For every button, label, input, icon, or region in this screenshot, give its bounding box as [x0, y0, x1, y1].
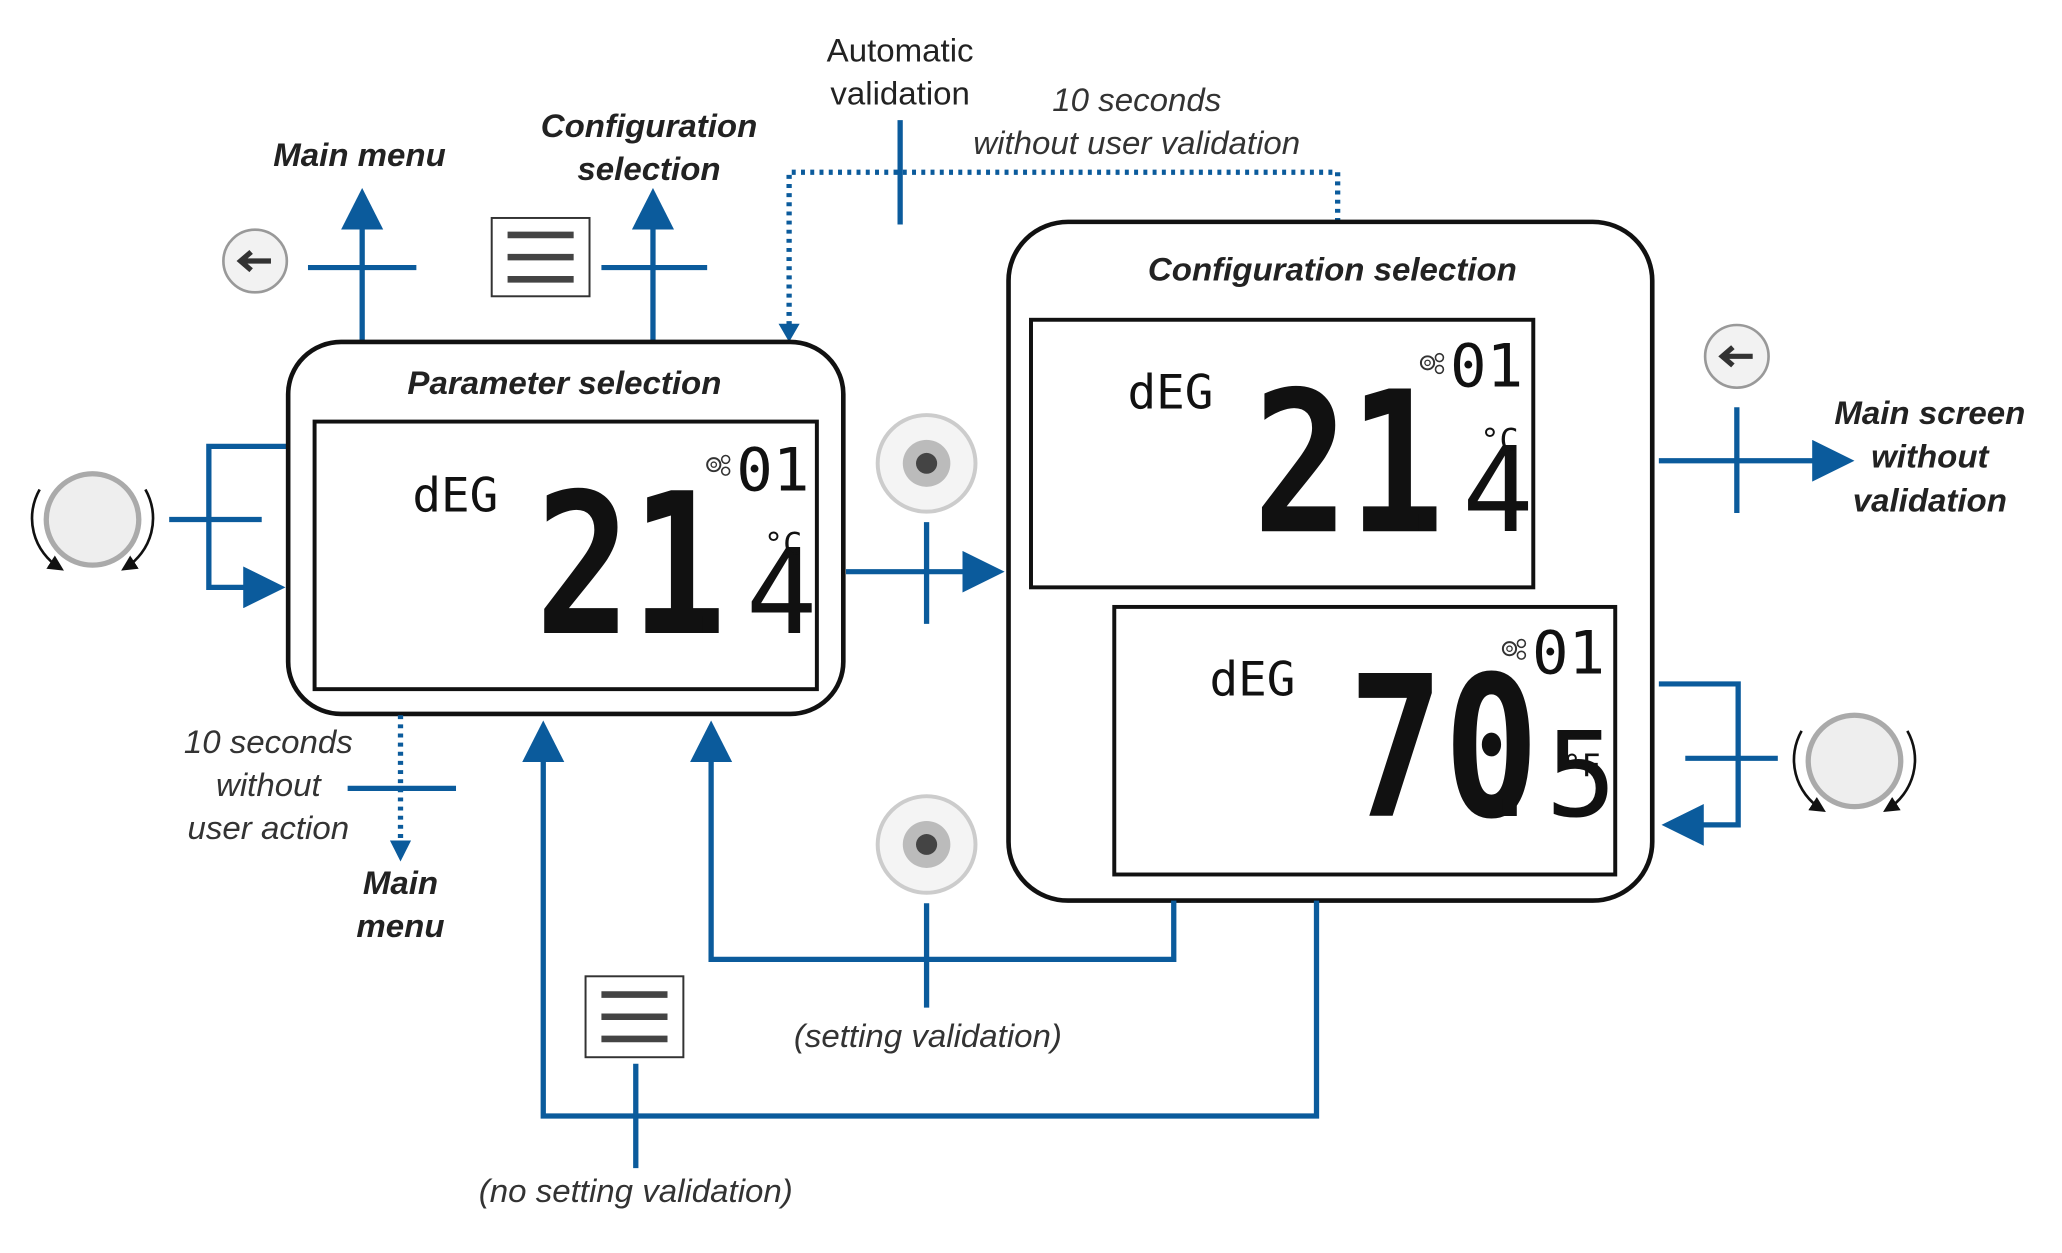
main-menu-label: Main menu: [273, 136, 446, 173]
back-icon: [1703, 323, 1770, 389]
setting-validation-label: (setting validation): [794, 1017, 1062, 1054]
menu-icon: [490, 216, 591, 298]
main-screen-label-2: without: [1871, 437, 1990, 474]
panel-title: Parameter selection: [407, 364, 721, 401]
timeout-action-label-2: without: [216, 766, 323, 803]
lcd-unit: °F: [1562, 749, 1600, 785]
configuration-selection-panel: Configuration selection dEG 21 .4 °C 01 …: [1006, 219, 1655, 903]
back-icon: [222, 228, 289, 294]
auto-validation-label-2: validation: [830, 75, 970, 112]
ok-button-icon: [875, 794, 978, 895]
main-menu-bottom-label-1: Main: [363, 864, 438, 901]
main-screen-label-1: Main screen: [1834, 394, 2025, 431]
no-setting-validation-label: (no setting validation): [479, 1172, 793, 1209]
main-menu-bottom-label-2: menu: [356, 907, 444, 944]
lcd-value-int: 21: [1253, 351, 1444, 578]
lcd-value-int: 21: [535, 453, 726, 680]
config-selection-label-1: Configuration: [541, 107, 758, 144]
menu-icon: [584, 975, 685, 1059]
lcd-param: dEG: [412, 469, 498, 524]
timeout-validation-label-1: 10 seconds: [1052, 81, 1221, 118]
knob-icon: [1792, 712, 1917, 813]
lcd-index: 01: [1450, 332, 1523, 402]
ok-button-icon: [875, 413, 978, 514]
auto-validation-label-1: Automatic: [827, 32, 974, 69]
timeout-action-label-3: user action: [188, 809, 350, 846]
lcd-value-dec: .4: [1391, 422, 1534, 559]
lcd-unit: °C: [764, 527, 802, 563]
lcd-unit: °C: [1480, 422, 1518, 458]
lcd-value-dec: .5: [1474, 706, 1617, 843]
lcd-index: 01: [1532, 619, 1605, 689]
timeout-validation-label-2: without user validation: [973, 124, 1300, 161]
lcd-value-int: 70: [1348, 636, 1539, 863]
auto-validation-path: [786, 169, 1341, 329]
lcd-value-dec: .4: [674, 524, 817, 661]
lcd-index: 01: [736, 436, 809, 506]
setting-validation-arrow: [689, 720, 1177, 962]
main-screen-label-3: validation: [1853, 482, 2007, 519]
parameter-selection-panel: Parameter selection dEG 21 .4 °C 01: [285, 339, 846, 717]
panel-title: Configuration selection: [1148, 251, 1517, 288]
lcd-param: dEG: [1209, 653, 1295, 708]
knob-icon: [30, 471, 155, 571]
knob-loop-arrow: [1658, 681, 1741, 846]
lcd-param: dEG: [1127, 366, 1213, 421]
timeout-action-label-1: 10 seconds: [184, 723, 353, 760]
no-setting-validation-arrow: [522, 720, 1320, 1119]
config-selection-label-2: selection: [577, 150, 720, 187]
